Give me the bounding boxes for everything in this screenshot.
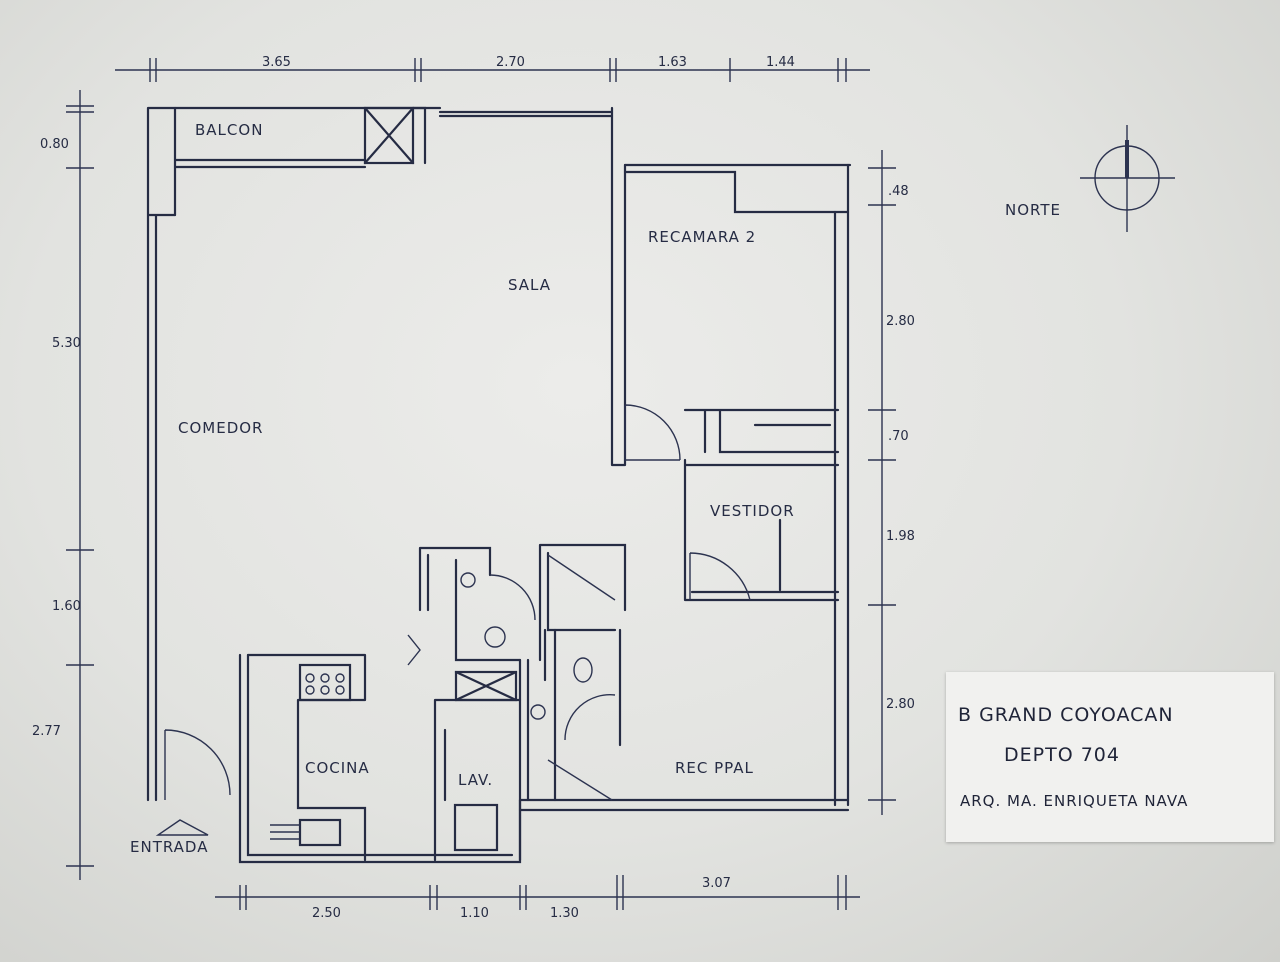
dim-right-2: 2.80 [886,314,915,329]
dim-bottom-3: 1.30 [550,906,579,921]
title-card-unit: DEPTO 704 [1004,744,1120,766]
dim-bottom-4: 3.07 [702,876,731,891]
north-label: NORTE [1005,201,1061,219]
dim-top-2: 2.70 [496,55,525,70]
room-label-rec-ppal: REC PPAL [675,759,754,777]
room-label-sala: SALA [508,276,551,294]
door-swings [155,404,751,836]
dim-right-5: 2.80 [886,697,915,712]
dim-top-1: 3.65 [262,55,291,70]
dimension-lines [66,58,896,910]
room-label-comedor: COMEDOR [178,419,263,437]
room-label-recamara-2: RECAMARA 2 [648,228,756,246]
dim-left-4: 2.77 [32,724,61,739]
dim-left-2: 5.30 [52,336,81,351]
dim-right-4: 1.98 [886,529,915,544]
dim-right-3: .70 [888,429,909,444]
room-label-entrada: ENTRADA [130,838,208,856]
dim-bottom-1: 2.50 [312,906,341,921]
fixtures [270,572,593,840]
room-label-balcon: BALCON [195,121,263,139]
room-label-cocina: COCINA [305,759,370,777]
walls [146,106,852,864]
dim-right-1: .48 [888,184,909,199]
room-label-vestidor: VESTIDOR [710,502,795,520]
dim-top-3: 1.63 [658,55,687,70]
dim-left-3: 1.60 [52,599,81,614]
north-arrow-icon [1080,125,1175,232]
dim-left-1: 0.80 [40,137,69,152]
title-card-project: B GRAND COYOACAN [958,704,1174,726]
title-card: B GRAND COYOACAN DEPTO 704 ARQ. MA. ENRI… [946,672,1274,842]
title-card-architect: ARQ. MA. ENRIQUETA NAVA [960,792,1189,810]
dim-bottom-2: 1.10 [460,906,489,921]
room-label-lav: LAV. [458,771,493,789]
dim-top-4: 1.44 [766,55,795,70]
